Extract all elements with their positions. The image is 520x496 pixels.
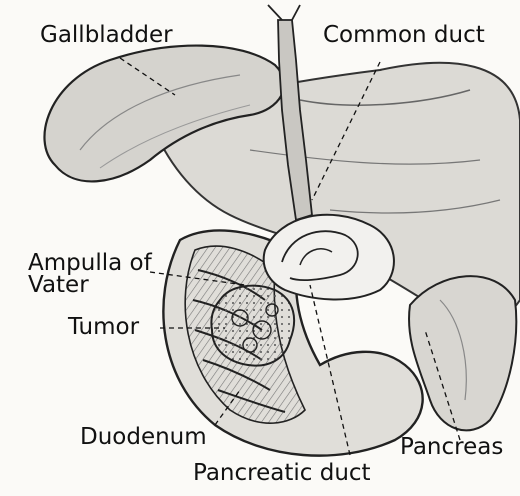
tumor-shape — [211, 286, 294, 366]
label-gallbladder: Gallbladder — [40, 24, 173, 47]
label-common-duct: Common duct — [323, 24, 485, 47]
pancreas-shape — [409, 276, 516, 430]
label-ampulla-of-vater: Ampulla of Vater — [28, 252, 152, 296]
label-pancreatic-duct: Pancreatic duct — [193, 462, 371, 485]
label-tumor: Tumor — [68, 316, 139, 339]
label-duodenum: Duodenum — [80, 426, 207, 449]
label-pancreas: Pancreas — [400, 436, 503, 459]
